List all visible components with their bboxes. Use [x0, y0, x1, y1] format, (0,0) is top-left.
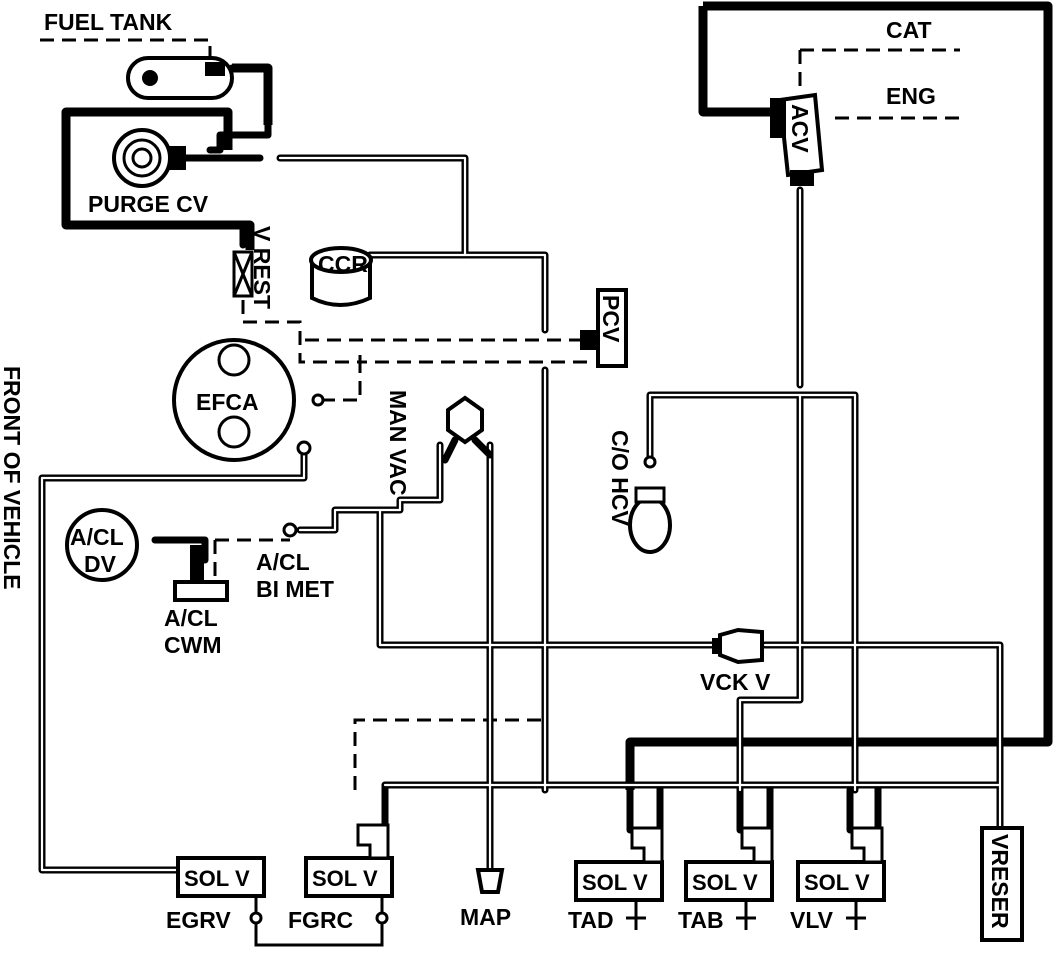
pcv-valve	[580, 288, 628, 368]
sol-v-vlv-box	[796, 826, 886, 902]
sol-v-label-egrv: SOL V	[184, 866, 250, 891]
acl-cwm-unit	[173, 545, 229, 602]
label-acv: ACV	[787, 104, 813, 153]
label-vreser: VRESER	[987, 834, 1013, 929]
sol-v-label-tab: SOL V	[692, 870, 758, 895]
bimet-dash	[213, 538, 290, 580]
label-acl-dv-2: DV	[84, 551, 117, 577]
vacuum-hoses	[38, 64, 1004, 874]
ccr-canister	[309, 246, 373, 307]
label-v-rest: V REST	[249, 226, 275, 309]
fuel-tank-canister	[126, 56, 234, 100]
pcv-dash	[305, 338, 590, 364]
map-sensor	[475, 868, 505, 894]
label-tad: TAD	[568, 907, 614, 933]
label-eng: ENG	[886, 83, 936, 109]
label-cat: CAT	[886, 17, 932, 43]
sol-v-label-fgrc: SOL V	[312, 866, 378, 891]
label-vck-v: VCK V	[700, 669, 771, 695]
sol-v-tab-box	[684, 826, 774, 902]
label-acl-cwm-1: A/CL	[164, 605, 218, 631]
label-acl-dv-1: A/CL	[70, 524, 124, 550]
v-rest-restrictor	[232, 250, 254, 298]
label-co-hcv: C/O HCV	[607, 430, 633, 527]
label-fgrc: FGRC	[288, 907, 353, 933]
label-man-vac: MAN VAC	[385, 390, 411, 496]
acv-left-thick	[698, 6, 772, 117]
label-pcv: PCV	[598, 295, 624, 343]
manifold-vacuum-fitting	[441, 395, 494, 464]
label-acl-cwm-2: CWM	[164, 632, 221, 658]
sol-v-egrv-box	[176, 856, 266, 898]
label-acl-bimet-2: BI MET	[256, 576, 334, 602]
sol-v-label-vlv: SOL V	[804, 870, 870, 895]
sol-v-label-tad: SOL V	[582, 870, 648, 895]
label-fuel-tank: FUEL TANK	[44, 9, 173, 35]
label-vlv: VLV	[790, 907, 834, 933]
sol-v-fgrc-box	[304, 823, 394, 898]
label-front-of-vehicle: FRONT OF VEHICLE	[0, 366, 25, 590]
vrest-dash	[241, 300, 362, 402]
label-ccr: CCR	[318, 251, 368, 277]
label-map: MAP	[460, 904, 511, 930]
co-hcv-valve	[628, 455, 672, 554]
sol-v-tad-box	[574, 826, 664, 902]
label-egrv: EGRV	[166, 907, 231, 933]
acv-valve	[770, 92, 825, 186]
vreser-reservoir	[980, 826, 1024, 942]
label-efca: EFCA	[196, 389, 259, 415]
label-acl-bimet-1: A/CL	[256, 549, 310, 575]
acv-thick-line	[625, 1, 1053, 790]
electrical-connectors	[249, 896, 866, 947]
egr-dash	[353, 665, 547, 790]
purge-cv-valve	[112, 128, 186, 188]
vacuum-hoses-inner	[40, 156, 1002, 872]
vck-valve	[712, 627, 764, 665]
label-purge-cv: PURGE CV	[88, 191, 209, 217]
efca-unit	[172, 338, 325, 462]
eng-dash	[798, 50, 960, 120]
label-tab: TAB	[678, 907, 724, 933]
acl-dv-valve	[65, 508, 298, 582]
